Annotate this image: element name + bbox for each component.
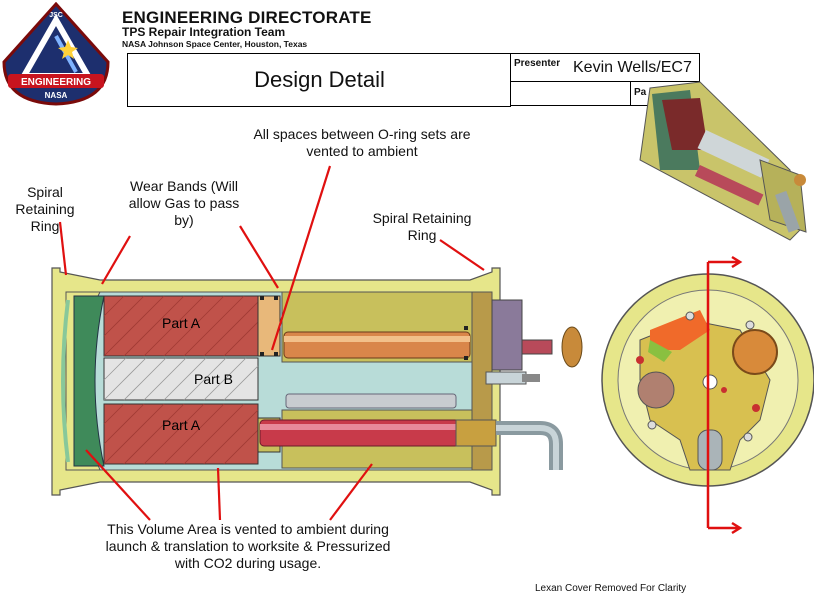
presenter-box: Presenter Kevin Wells/EC7 <box>510 53 700 82</box>
page-label-box: Pa <box>630 81 651 106</box>
part-a-top-label: Part A <box>162 315 201 331</box>
footer-note: Lexan Cover Removed For Clarity <box>535 583 687 594</box>
page-label: Pa <box>634 87 647 98</box>
jsc-engineering-logo: ENGINEERING JSC NASA <box>2 2 110 106</box>
presenter-label: Presenter <box>514 58 561 69</box>
directorate-title: ENGINEERING DIRECTORATE <box>122 8 372 27</box>
team-name: TPS Repair Integration Team <box>122 25 286 39</box>
callout-volume-area: This Volume Area is vented to ambient du… <box>105 521 391 571</box>
callout-wear-bands: Wear Bands (Will allow Gas to pass by) <box>128 178 240 228</box>
part-b-block <box>103 357 259 401</box>
logo-top-text: JSC <box>49 12 63 19</box>
logo-band-text: ENGINEERING <box>21 77 91 88</box>
slide-title: Design Detail <box>127 53 511 107</box>
part-a-bottom-block <box>103 403 281 465</box>
part-a-top-block <box>103 295 281 357</box>
part-b-label: Part B <box>194 371 233 387</box>
location-text: NASA Johnson Space Center, Houston, Texa… <box>122 39 308 49</box>
logo-bottom-text: NASA <box>45 91 68 100</box>
cutaway-3d-view <box>639 81 807 241</box>
right-end-fittings <box>485 299 583 385</box>
end-view <box>601 255 814 535</box>
callout-spiral-retaining-ring-left: Spiral Retaining Ring <box>15 184 75 234</box>
page-box <box>510 81 631 106</box>
callout-leader-lines <box>58 165 485 521</box>
presenter-name: Kevin Wells/EC7 <box>573 59 692 76</box>
callout-o-ring-sets: All spaces between O-ring sets are vente… <box>253 126 471 159</box>
internal-tubes <box>259 331 563 470</box>
part-a-bottom-label: Part A <box>162 417 201 433</box>
o-ring-marks <box>260 296 468 360</box>
callout-spiral-retaining-ring-right: Spiral Retaining Ring <box>372 210 472 243</box>
